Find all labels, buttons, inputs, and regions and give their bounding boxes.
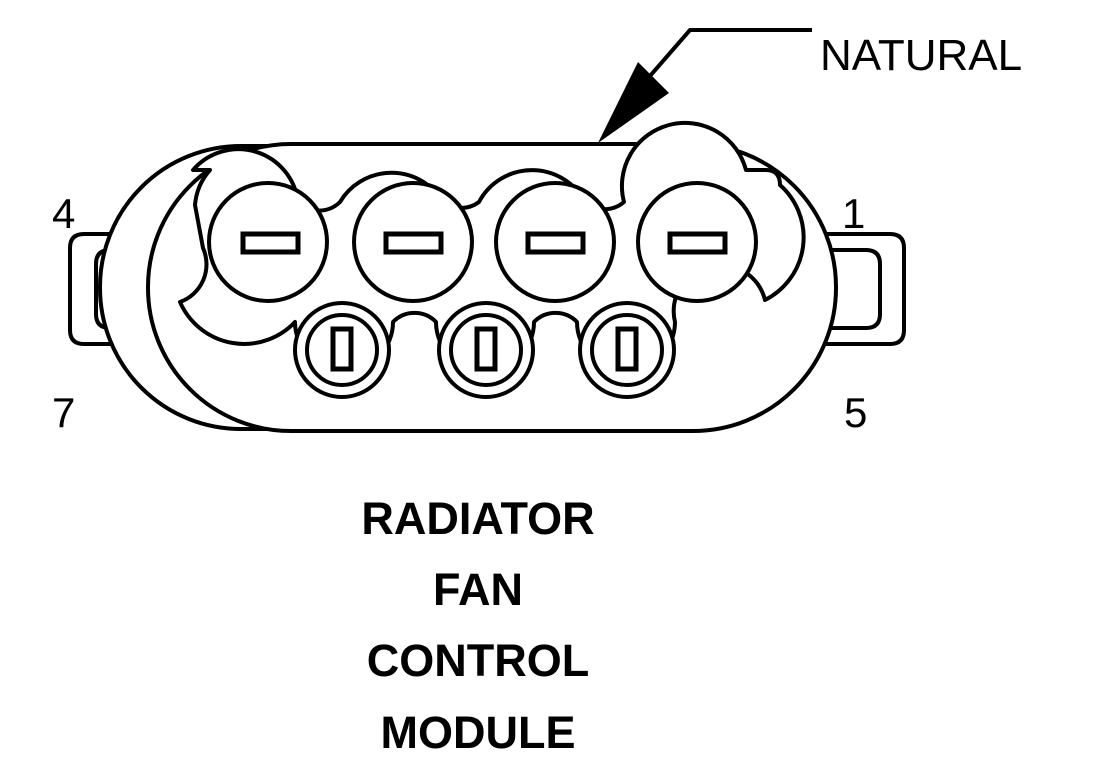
- lower-cavities: [293, 301, 676, 399]
- title-line-4: MODULE: [381, 707, 576, 758]
- terminal-slot-pin-2: [525, 231, 586, 255]
- terminal-slot-pin-1: [667, 231, 728, 255]
- pin-label-bottom-left: 7: [52, 389, 75, 436]
- terminal-slot-pin-4: [240, 231, 301, 255]
- terminal-slot-pin-3: [383, 231, 444, 255]
- title-line-3: CONTROL: [367, 635, 589, 686]
- title-line-2: FAN: [433, 564, 523, 615]
- callout-leader-line: [634, 28, 812, 94]
- terminal-slot-pin-7: [330, 326, 354, 372]
- callout-label: NATURAL: [820, 31, 1022, 80]
- pin-label-top-left: 4: [52, 190, 75, 237]
- pin-label-bottom-right: 5: [844, 389, 867, 436]
- upper-cavities: [207, 181, 758, 303]
- terminal-slot-pin-5: [615, 326, 639, 372]
- callout-arrowhead: [598, 62, 669, 143]
- component-title: RADIATOR FAN CONTROL MODULE: [361, 493, 594, 758]
- pin-label-top-right: 1: [842, 190, 865, 237]
- terminal-slot-pin-6: [474, 326, 498, 372]
- title-line-1: RADIATOR: [361, 493, 594, 544]
